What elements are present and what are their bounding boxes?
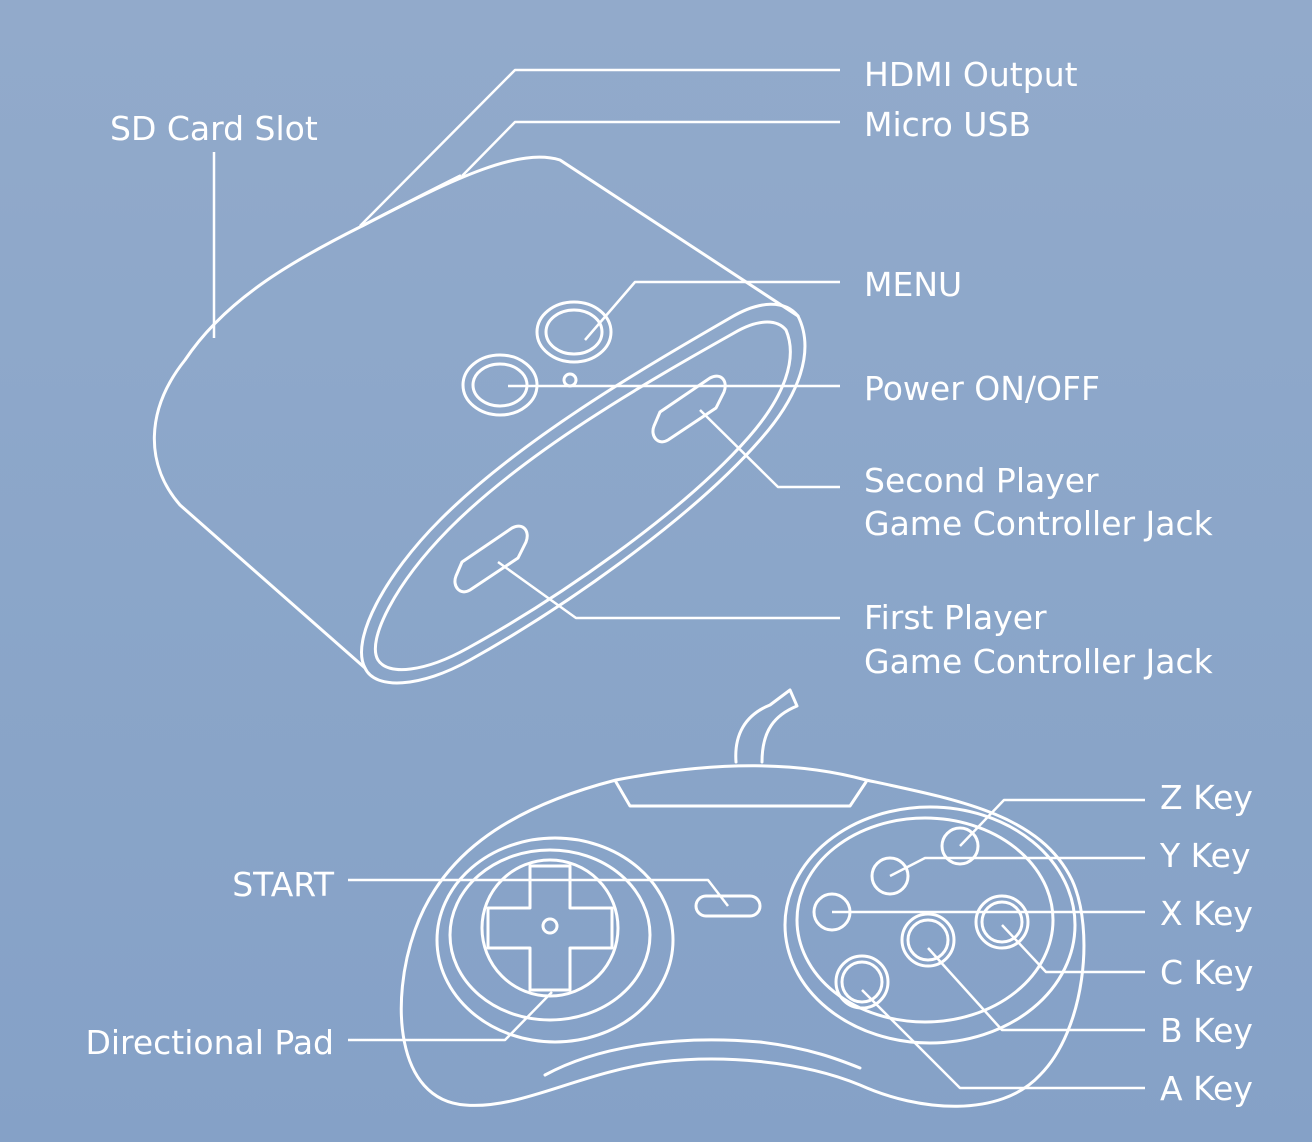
controller-cable (734, 688, 799, 764)
y-key-label: Y Key (1159, 836, 1250, 875)
first-player-jack[interactable] (453, 524, 529, 594)
controller-leader-lines (348, 798, 1145, 1090)
console-top-ridge (360, 174, 462, 228)
a-key-leader (861, 989, 1145, 1090)
z-key-button[interactable] (940, 826, 980, 866)
c-key-button[interactable] (974, 894, 1030, 950)
menu-label: MENU (864, 265, 962, 304)
console-illustration (152, 155, 807, 685)
directional-pad[interactable] (486, 864, 614, 992)
dpad-leader (348, 991, 553, 1042)
menu-leader (584, 280, 840, 341)
second-player-leader (699, 409, 840, 489)
start-leader (348, 878, 729, 907)
b-key-button[interactable] (900, 912, 956, 968)
micro-usb-leader (461, 120, 840, 177)
console-front-face (360, 302, 807, 685)
start-button[interactable] (694, 894, 762, 918)
menu-button[interactable] (535, 300, 613, 364)
hdmi-output-label: HDMI Output (864, 55, 1078, 94)
b-key-label: B Key (1160, 1011, 1253, 1050)
hdmi-leader (359, 68, 840, 227)
dpad-outer-ring (435, 836, 675, 1044)
a-key-button[interactable] (834, 954, 890, 1010)
first-player-label-line2: Game Controller Jack (864, 642, 1214, 681)
directional-pad-label: Directional Pad (85, 1023, 334, 1062)
y-key-leader (889, 856, 1145, 878)
dpad-inner-ring (448, 848, 652, 1022)
console-leader-lines (212, 68, 840, 620)
console-labels: HDMI Output Micro USB SD Card Slot MENU … (110, 55, 1214, 681)
controller-body (399, 764, 1086, 1108)
power-label: Power ON/OFF (864, 369, 1100, 408)
z-key-leader (959, 798, 1145, 847)
dpad-base (480, 858, 620, 998)
power-led (562, 372, 578, 388)
controller-inner-contour (543, 1038, 862, 1077)
button-area-inner (795, 816, 1055, 1024)
c-key-leader (1001, 924, 1145, 974)
micro-usb-label: Micro USB (864, 105, 1031, 144)
z-key-label: Z Key (1160, 778, 1253, 817)
button-area-outer (783, 805, 1077, 1045)
x-key-label: X Key (1160, 894, 1253, 933)
second-player-jack[interactable] (651, 374, 727, 444)
console-front-inner (373, 320, 792, 672)
second-player-label-line1: Second Player (864, 461, 1099, 500)
start-label: START (232, 865, 335, 904)
c-key-label: C Key (1160, 953, 1253, 992)
dpad-center-dot (541, 917, 559, 935)
controller-illustration (399, 688, 1086, 1108)
sd-card-slot-label: SD Card Slot (110, 109, 318, 148)
controller-top-bumper (614, 780, 868, 808)
a-key-label: A Key (1160, 1069, 1253, 1108)
first-player-label-line1: First Player (864, 598, 1047, 637)
controller-labels: START Directional Pad Z Key Y Key X Key … (85, 778, 1253, 1108)
b-key-leader (927, 947, 1145, 1032)
first-player-leader (497, 560, 840, 620)
y-key-button[interactable] (870, 856, 910, 896)
second-player-label-line2: Game Controller Jack (864, 504, 1214, 543)
